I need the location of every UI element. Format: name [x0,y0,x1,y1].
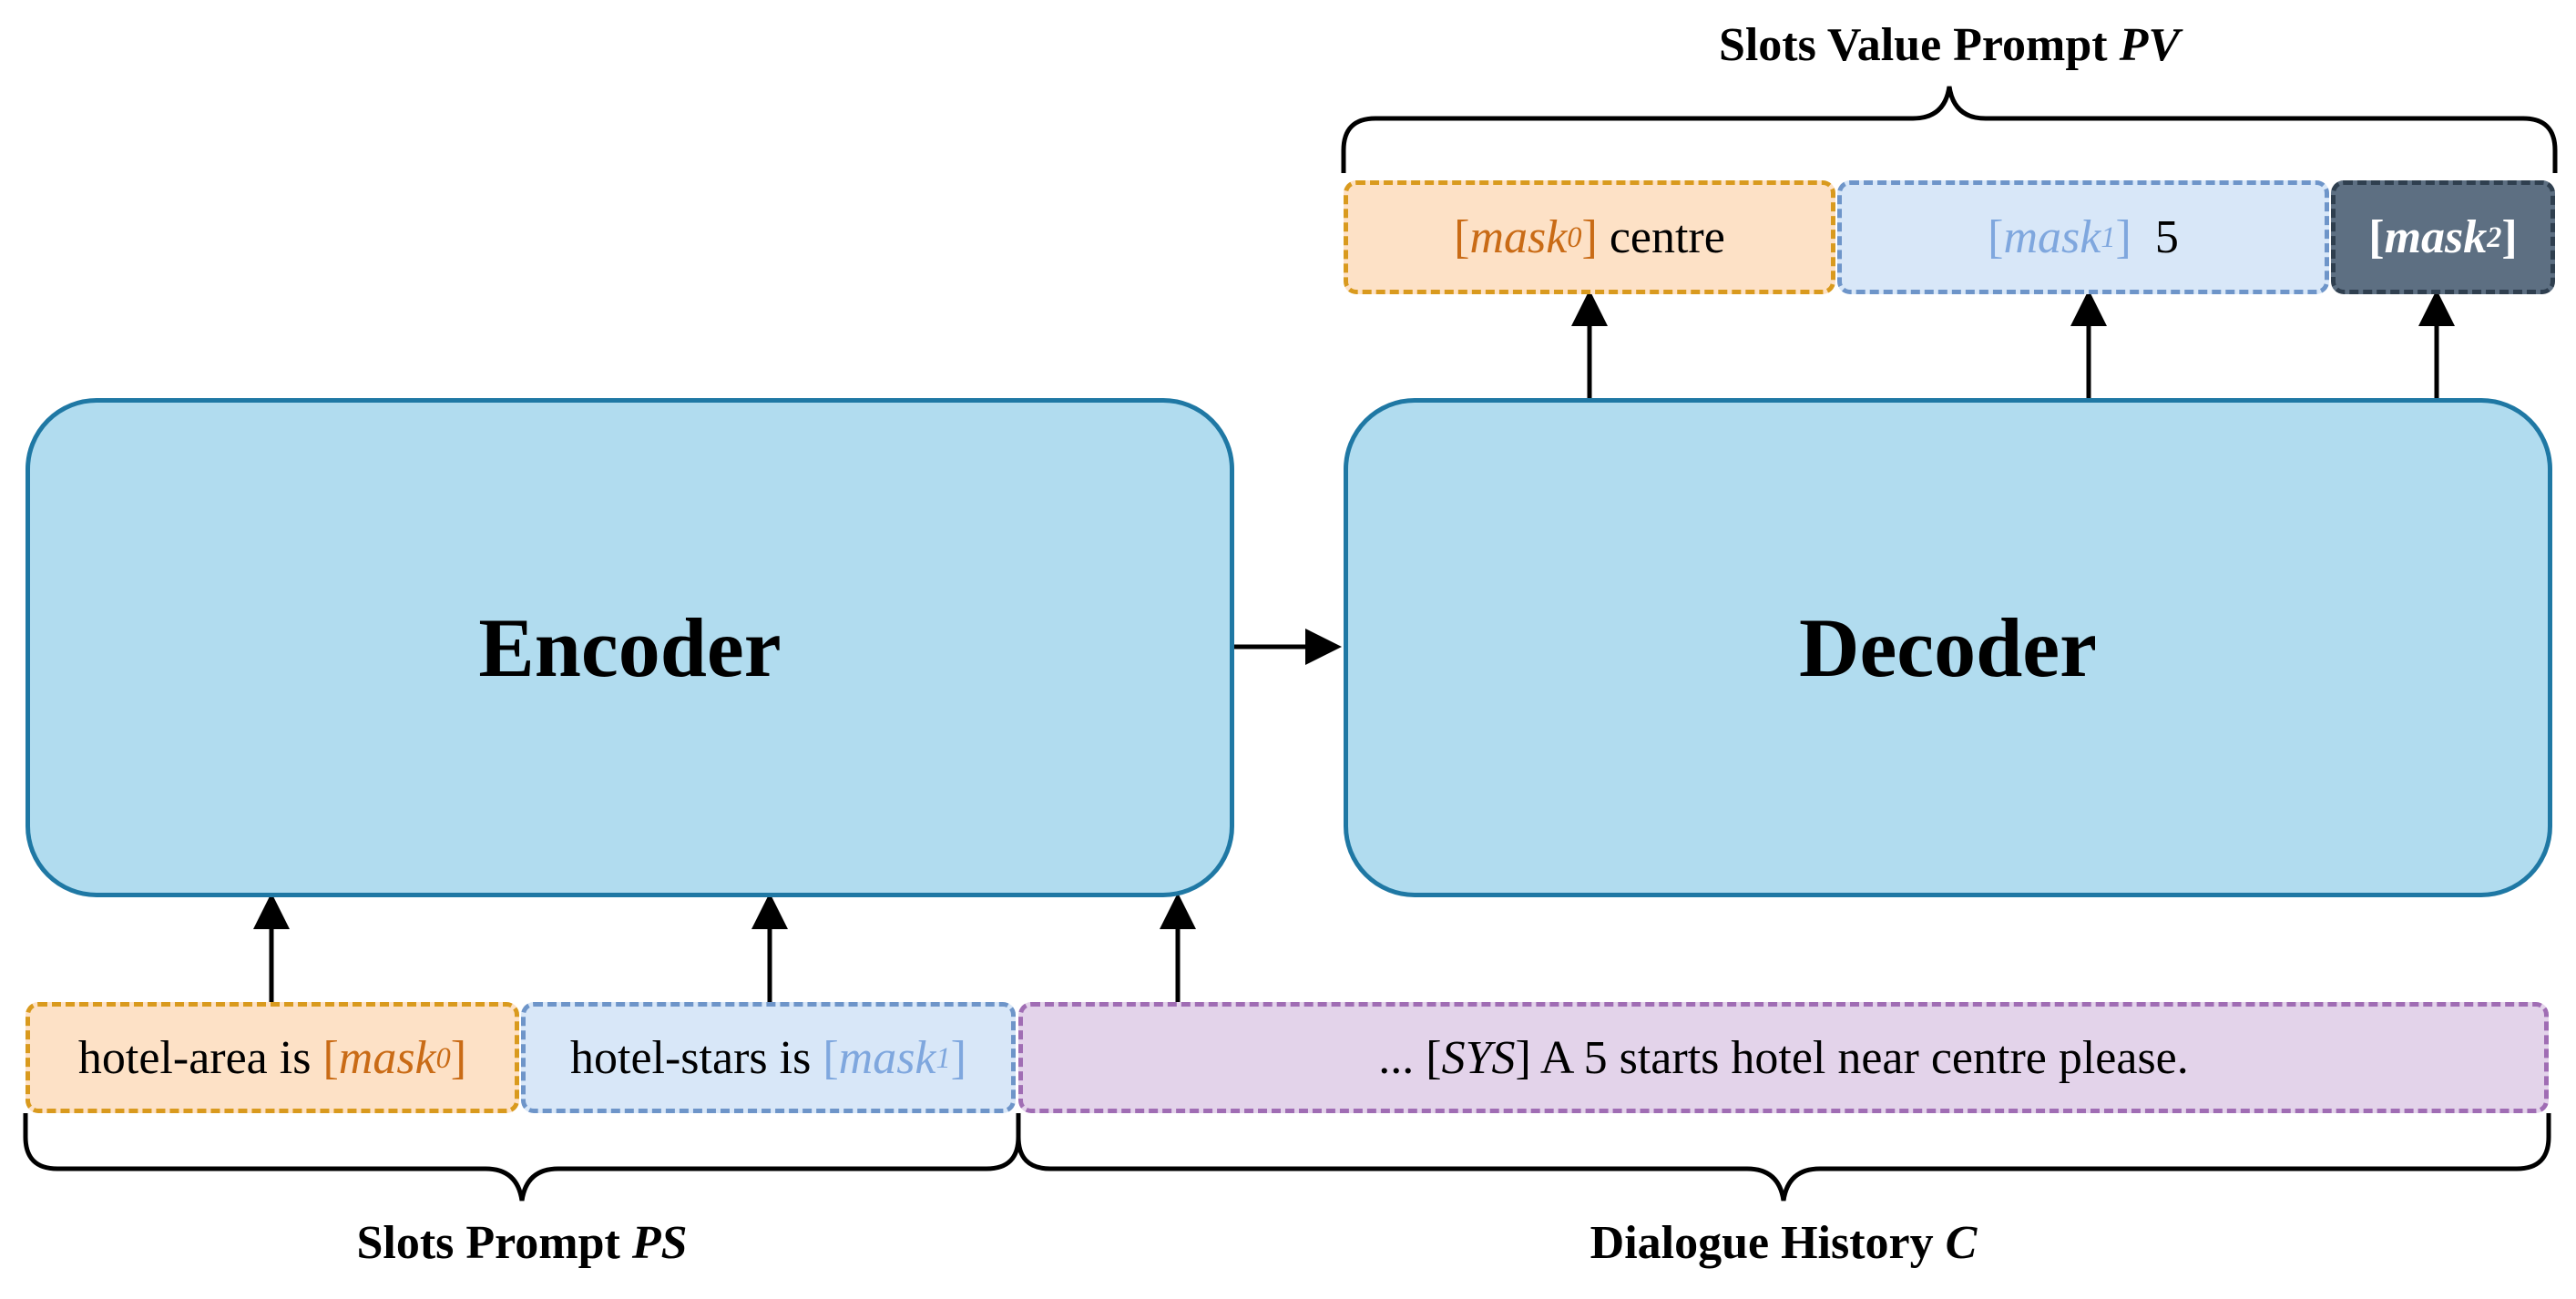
slots-value-prompt-brace [1341,86,2558,173]
decoder-block: Decoder [1344,398,2552,897]
output-mask0-value: centre [1609,211,1725,263]
dialogue-history-symbol: C [1945,1217,1978,1269]
slots-prompt-brace [23,1113,1021,1202]
slots-value-prompt-title: Slots Value Prompt PV [1718,19,2181,71]
slots-prompt-title: Slots Prompt PS [356,1217,688,1269]
decoder-label: Decoder [1799,601,2097,694]
output-mask1-value: 5 [2154,211,2179,263]
dialogue-history-box: ... [SYS] A 5 starts hotel near centre p… [1018,1002,2549,1113]
encoder-block: Encoder [26,398,1234,897]
encoder-label: Encoder [478,601,782,694]
dialogue-history-brace [1016,1113,2551,1202]
speaker-token: SYS [1441,1031,1516,1084]
dialogue-history-title: Dialogue History C [1590,1217,1978,1269]
slots-value-prompt-symbol: PV [2119,19,2181,71]
slots-prompt-symbol: PS [631,1217,688,1269]
